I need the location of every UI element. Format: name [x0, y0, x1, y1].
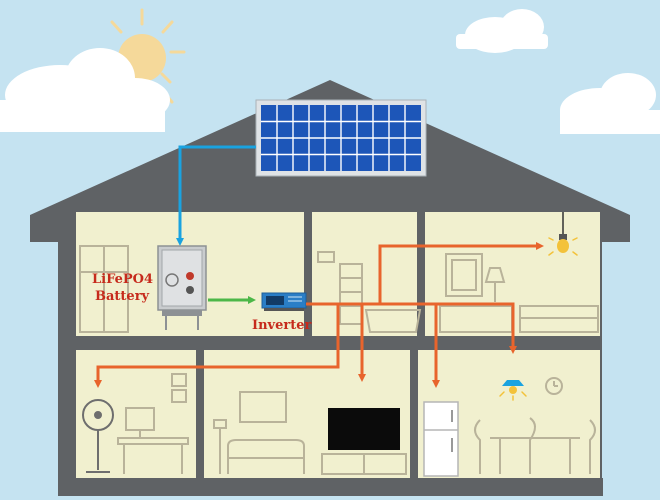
battery-icon: [157, 245, 207, 330]
light-bulb-icon: [548, 212, 578, 256]
inverter-icon: [261, 292, 307, 311]
cloud-icon: [0, 48, 170, 132]
cloud-icon: [456, 9, 548, 53]
television-icon: [321, 408, 407, 475]
bathroom-fixtures: [317, 251, 422, 333]
wardrobe: [79, 245, 129, 333]
ceiling-lamp-icon: [499, 380, 527, 401]
refrigerator-icon: [423, 401, 459, 477]
inverter-label: Inverter: [252, 318, 312, 333]
office-furniture: [117, 373, 189, 474]
bedroom-furniture: [439, 253, 599, 333]
dining-furniture: [474, 417, 596, 474]
fan-icon: [82, 399, 114, 473]
battery-label-line1: LiFePO4: [92, 272, 154, 287]
solar-panel-icon: [255, 99, 427, 177]
battery-label-line2: Battery: [95, 289, 150, 304]
ac-wiring: [94, 242, 544, 388]
cloud-icon: [560, 73, 660, 134]
solar-wire: [176, 145, 256, 246]
clock-icon: [545, 377, 563, 395]
living-room-furniture: [213, 391, 305, 474]
